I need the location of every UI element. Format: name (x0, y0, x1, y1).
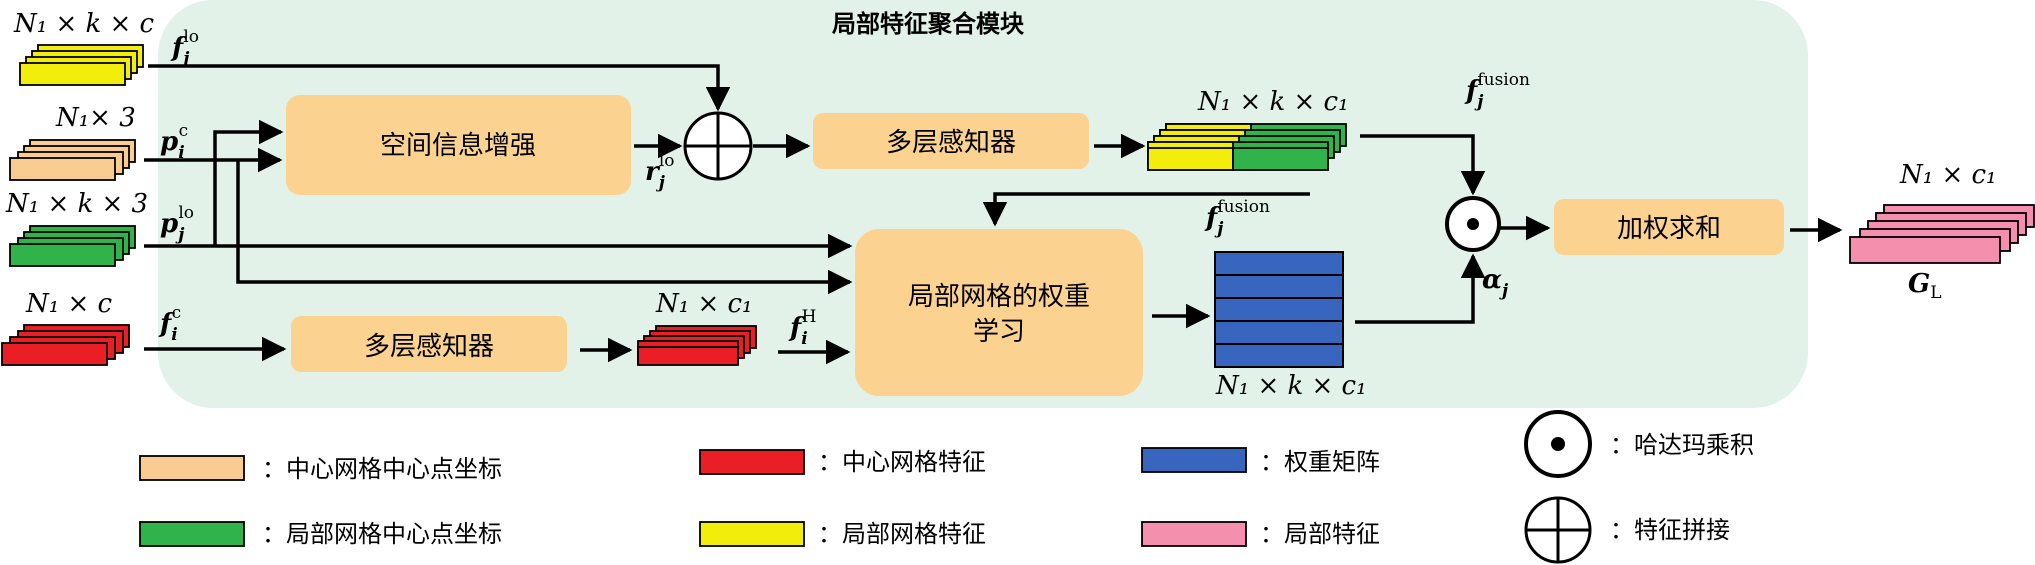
legend-swatch-local-coord (139, 521, 245, 547)
legend: ：中心网格中心点坐标 ：局部网格中心点坐标 ：中心网格特征 ：局部网格特征 ：权… (139, 410, 1754, 564)
weight-learning-line2: 学习 (973, 317, 1025, 347)
mlp-top-label: 多层感知器 (886, 128, 1016, 158)
input-local-coords-stack (9, 225, 136, 267)
weight-learning-line1: 局部网格的权重 (908, 282, 1090, 312)
legend-swatch-center-feature (699, 449, 805, 475)
input-local-features-stack (19, 44, 144, 86)
weighted-sum-block (1554, 199, 1784, 255)
input-center-features-label: fic (158, 303, 181, 345)
legend-label-local-coord: ：局部网格中心点坐标 (262, 520, 502, 548)
connections (144, 64, 1843, 365)
mlp-top-block (813, 113, 1089, 169)
concat-operator (683, 111, 753, 181)
weight-learning-block (855, 229, 1143, 396)
legend-concat-icon (1524, 496, 1592, 564)
output-stack (1849, 204, 2035, 264)
spatial-enhance-block (286, 95, 631, 195)
legend-label-local-feature-pink: ：局部特征 (1260, 520, 1380, 548)
input-center-features-dim: N₁ × c (25, 289, 112, 319)
input-center-coords-label: pic (160, 121, 188, 163)
fusion-dim-label: N₁ × k × c₁ (1197, 87, 1349, 117)
mlp-bottom-block (291, 316, 567, 372)
legend-label-center-feature: ：中心网格特征 (818, 448, 986, 476)
output-dim-label: N₁ × c₁ (1899, 160, 1996, 190)
legend-label-hadamard: ：哈达玛乘积 (1610, 431, 1754, 459)
legend-swatch-local-feature-yellow (699, 521, 805, 547)
input-local-coords-dim: N₁ × k × 3 (5, 189, 148, 219)
fusion-feature-stack (1147, 123, 1347, 171)
input-center-features-stack (1, 324, 130, 366)
alpha-label: αj (1482, 265, 1509, 301)
input-local-features-label: fjlo (170, 27, 199, 69)
input-center-coords-stack (9, 139, 136, 181)
legend-hadamard-icon (1524, 410, 1592, 478)
weighted-sum-label: 加权求和 (1617, 214, 1721, 244)
output-label: GL (1908, 269, 1942, 303)
weight-dim-label: N₁ × k × c₁ (1215, 371, 1367, 401)
input-center-coords-dim: N₁× 3 (55, 103, 136, 133)
legend-swatch-weight-matrix (1141, 447, 1247, 473)
mlp-bottom-label: 多层感知器 (364, 332, 494, 362)
fusion-mid-label: fjfusion (1204, 197, 1270, 239)
legend-label-weight-matrix: ：权重矩阵 (1260, 448, 1380, 476)
legend-swatch-center-coord (139, 455, 245, 481)
fh-feature-stack (637, 325, 757, 366)
fh-dim-label: N₁ × c₁ (655, 289, 752, 319)
hadamard-operator (1445, 196, 1501, 252)
weight-matrix (1214, 251, 1344, 368)
fusion-top-label: fjfusion (1464, 70, 1530, 112)
legend-label-local-feature-yellow: ：局部网格特征 (818, 520, 986, 548)
module-title: 局部特征聚合模块 (832, 10, 1024, 38)
fh-label: fiH (788, 307, 816, 349)
input-local-coords-label: pjlo (160, 203, 194, 245)
input-local-features-dim: N₁ × k × c (13, 9, 155, 39)
legend-swatch-local-feature-pink (1141, 521, 1247, 547)
spatial-enhance-label: 空间信息增强 (380, 131, 536, 161)
legend-label-concat: ：特征拼接 (1610, 516, 1730, 544)
legend-label-center-coord: ：中心网格中心点坐标 (262, 455, 502, 483)
